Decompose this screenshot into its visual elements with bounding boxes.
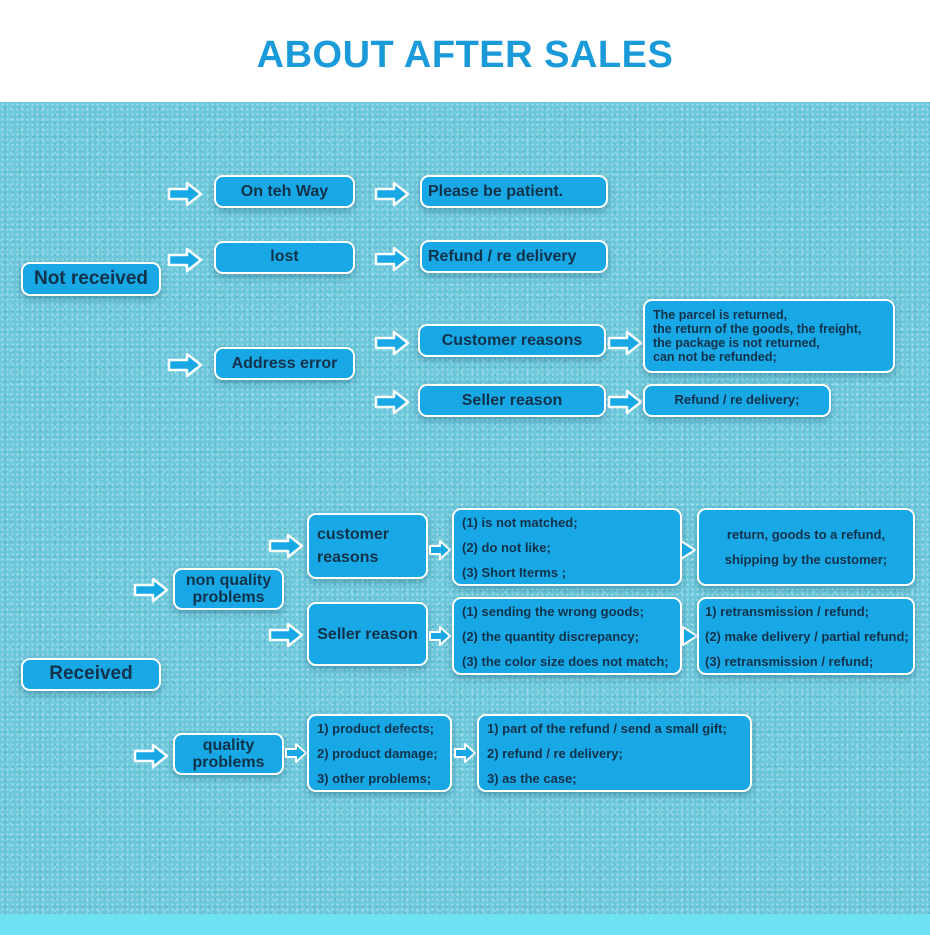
case-line: 1) product defects; [317, 720, 435, 736]
arrow-icon [133, 577, 169, 603]
lost-node: lost [214, 241, 355, 274]
case-line: (2) the quantity discrepancy; [462, 628, 639, 644]
not-received-node: Not received [21, 262, 161, 296]
on-the-way-node: On teh Way [214, 175, 355, 208]
footer-band [0, 914, 930, 935]
arrow-icon [167, 181, 203, 207]
arrow-icon [374, 330, 410, 356]
customer-result: return, goods to a refund, shipping by t… [697, 508, 915, 586]
arrow-icon [681, 626, 701, 646]
seller-reason-node: Seller reason [418, 384, 606, 417]
node-line: non quality [185, 572, 272, 589]
seller-cases: (1) sending the wrong goods; (2) the qua… [452, 597, 682, 675]
node-line: customer [317, 526, 390, 543]
result-line: 3) as the case; [487, 770, 577, 786]
arrow-icon [428, 626, 452, 646]
result-line: shipping by the customer; [724, 552, 888, 567]
address-error-node: Address error [214, 347, 355, 380]
quality-cases: 1) product defects; 2) product damage; 3… [307, 714, 452, 792]
quality-result: 1) part of the refund / send a small gif… [477, 714, 752, 792]
customer-cases: (1) is not matched; (2) do not like; (3)… [452, 508, 682, 586]
on-the-way-result: Please be patient. [420, 175, 608, 208]
result-line: the return of the goods, the freight, [653, 322, 862, 336]
node-line: problems [192, 589, 265, 606]
arrow-icon [607, 389, 643, 415]
result-line: 2) refund / re delivery; [487, 745, 623, 761]
arrow-icon [453, 743, 477, 763]
node-line: reasons [317, 549, 379, 566]
node-line: quality [202, 737, 255, 754]
result-line: (2) make delivery / partial refund; [705, 628, 909, 644]
case-line: (2) do not like; [462, 539, 551, 555]
customer-reasons-result: The parcel is returned, the return of th… [643, 299, 895, 373]
result-line: The parcel is returned, [653, 308, 788, 322]
arrow-icon [167, 352, 203, 378]
result-line: (3) retransmission / refund; [705, 653, 874, 669]
arrow-icon [428, 540, 452, 560]
arrow-icon [133, 743, 169, 769]
node-line: problems [192, 754, 265, 771]
seller-reason-result: Refund / re delivery; [643, 384, 831, 417]
quality-problems-node: quality problems [173, 733, 284, 775]
arrow-icon [679, 540, 699, 560]
result-line: return, goods to a refund, [726, 527, 886, 542]
arrow-icon [374, 181, 410, 207]
result-line: 1) retransmission / refund; [705, 603, 869, 619]
customer-reasons-node: customer reasons [307, 513, 428, 579]
seller-result: 1) retransmission / refund; (2) make del… [697, 597, 915, 675]
non-quality-problems-node: non quality problems [173, 568, 284, 610]
case-line: 2) product damage; [317, 745, 438, 761]
result-line: the package is not returned, [653, 336, 820, 350]
arrow-icon [374, 246, 410, 272]
case-line: 3) other problems; [317, 770, 432, 786]
case-line: (3) the color size does not match; [462, 653, 669, 669]
lost-result: Refund / re delivery [420, 240, 608, 273]
result-line: can not be refunded; [653, 350, 777, 364]
arrow-icon [268, 622, 304, 648]
result-line: 1) part of the refund / send a small gif… [487, 720, 727, 736]
received-node: Received [21, 658, 161, 691]
arrow-icon [268, 533, 304, 559]
arrow-icon [607, 330, 643, 356]
arrow-icon [284, 743, 308, 763]
case-line: (1) sending the wrong goods; [462, 603, 644, 619]
seller-reason-node: Seller reason [307, 602, 428, 666]
customer-reasons-node: Customer reasons [418, 324, 606, 357]
page-title: ABOUT AFTER SALES [256, 34, 674, 76]
arrow-icon [167, 247, 203, 273]
arrow-icon [374, 389, 410, 415]
case-line: (1) is not matched; [462, 514, 578, 530]
case-line: (3) Short Iterms ; [462, 564, 567, 580]
